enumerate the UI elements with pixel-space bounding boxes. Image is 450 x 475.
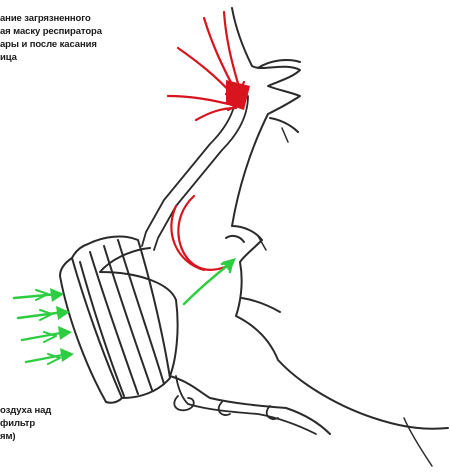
filter-cartridge (60, 237, 170, 403)
nose-clip-strap (142, 92, 236, 246)
caption-top: ание загрязненного ая маску респиратора … (0, 12, 200, 64)
caption-bottom-line-1: оздуха над (0, 404, 120, 417)
chin-line (404, 418, 432, 466)
caption-top-line-4: ица (0, 51, 200, 64)
face-profile (232, 8, 448, 429)
caption-top-line-1: ание загрязненного (0, 12, 200, 25)
eye-lash (282, 128, 288, 142)
caption-top-line-3: ары и после касания (0, 38, 200, 51)
caption-bottom: оздуха над фильтр ям) (0, 404, 120, 443)
caption-bottom-line-3: ям) (0, 430, 120, 443)
caption-bottom-line-2: фильтр (0, 417, 120, 430)
nostril (226, 236, 244, 242)
exhaled-air-arrows-nose (171, 196, 228, 270)
lip-line (242, 298, 280, 312)
inhaled-air-arrow-nose (184, 262, 232, 304)
caption-top-line-2: ая маску респиратора (0, 25, 200, 38)
eye (270, 118, 298, 132)
